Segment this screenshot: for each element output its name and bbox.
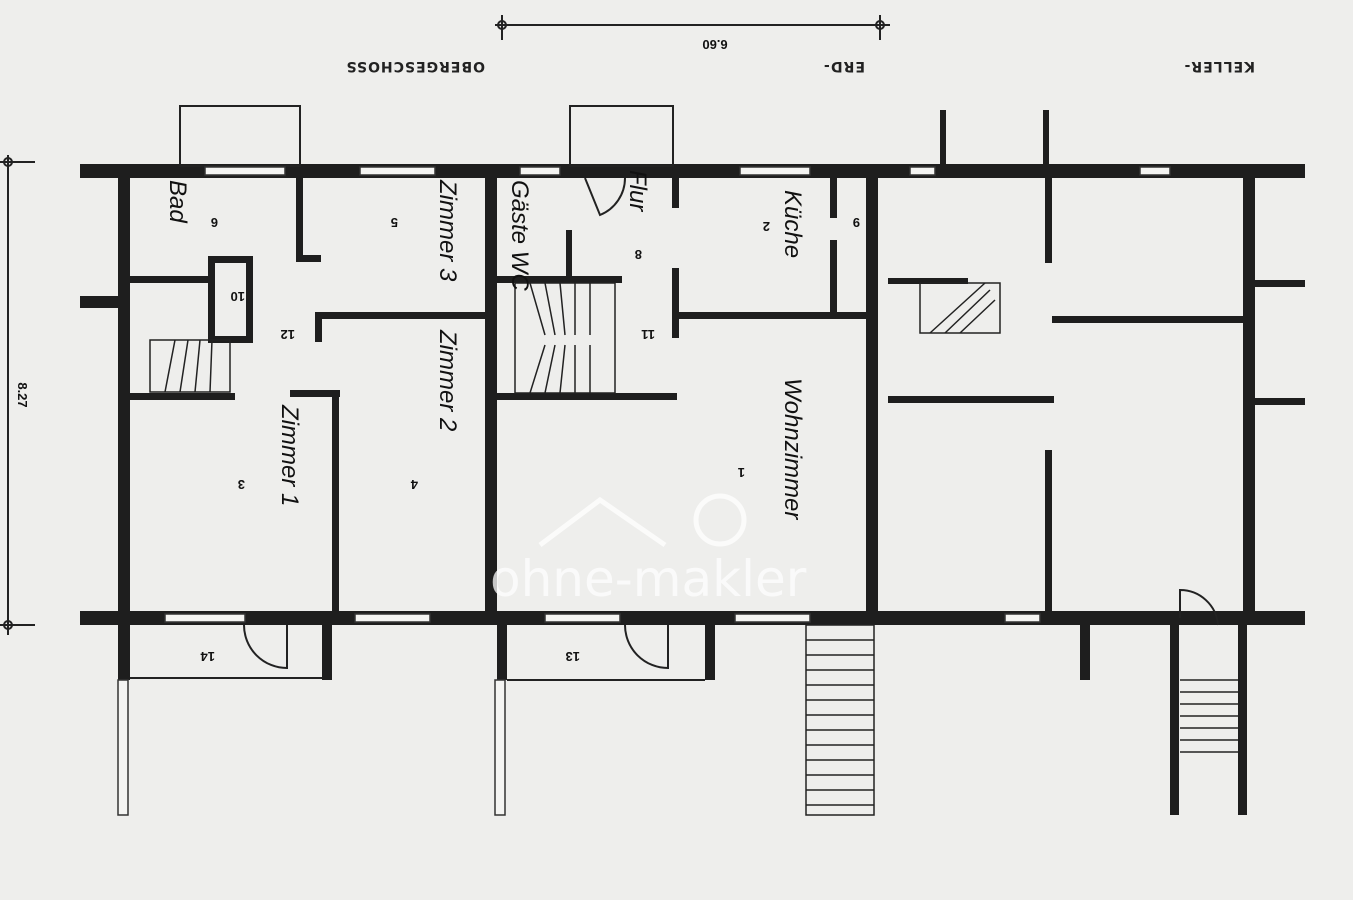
watermark-text: ohne-makler xyxy=(490,550,807,608)
room-kueche: Küche xyxy=(779,190,806,258)
room-flur: Flur xyxy=(624,170,651,212)
stairs xyxy=(149,282,1238,816)
room-number-6: 6 xyxy=(211,215,218,230)
room-zimmer2: Zimmer 2 xyxy=(434,329,461,431)
room-bad: Bad xyxy=(164,180,191,223)
width-dimension-label: 6.60 xyxy=(702,37,727,52)
room-number-13: 13 xyxy=(566,649,580,664)
depth-dimension-label: 8.27 xyxy=(15,382,30,407)
header-obergeschoss: OBERGESCHOSS xyxy=(346,58,485,74)
windows xyxy=(164,166,1171,623)
room-number-9: 9 xyxy=(853,215,860,230)
room-number-12: 12 xyxy=(281,327,295,342)
dimension-width: 6.60 xyxy=(495,15,890,52)
room-number-11: 11 xyxy=(641,327,655,342)
room-number-10: 10 xyxy=(231,289,245,304)
room-zimmer1: Zimmer 1 xyxy=(276,404,303,506)
header-erd: ERD- xyxy=(823,58,865,74)
walls xyxy=(80,105,1305,816)
room-number-4: 4 xyxy=(410,477,418,492)
room-number-5: 5 xyxy=(391,215,398,230)
room-number-3: 3 xyxy=(238,477,245,492)
room-wohnzimmer: Wohnzimmer xyxy=(779,378,806,520)
watermark-logo: ohne-makler xyxy=(490,493,807,608)
room-number-14: 14 xyxy=(200,649,215,664)
room-number-8: 8 xyxy=(635,247,642,262)
doors xyxy=(243,177,1219,670)
room-zimmer3: Zimmer 3 xyxy=(434,179,461,282)
dimension-depth: 8.27 xyxy=(0,155,35,635)
room-number-1: 1 xyxy=(738,465,745,480)
room-number-2: 2 xyxy=(763,219,770,234)
room-gaeste-wc: Gäste WC xyxy=(506,180,533,291)
room-numbers: 1 2 3 4 5 6 8 9 10 11 12 13 14 xyxy=(200,215,860,664)
header-keller: KELLER- xyxy=(1184,58,1255,74)
